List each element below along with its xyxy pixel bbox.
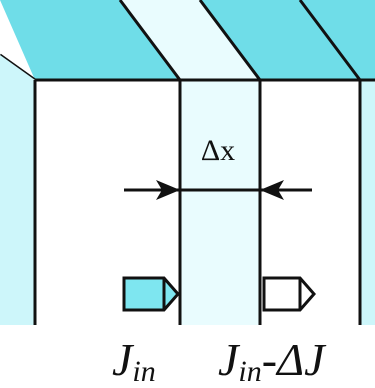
front-slice-region bbox=[180, 80, 260, 325]
flux-in-subscript: in bbox=[132, 355, 155, 388]
flux-in-label: Jin bbox=[112, 334, 156, 388]
delta-x-label: Δx bbox=[201, 134, 235, 167]
slab-left-side bbox=[0, 55, 35, 325]
flux-out-subscript: in bbox=[238, 355, 261, 388]
dimension-arrowhead-left bbox=[156, 180, 180, 200]
flux-out-symbol: J bbox=[218, 334, 241, 385]
slab-front-face bbox=[33, 78, 375, 325]
top-face-right bbox=[200, 0, 375, 80]
dimension-arrowhead-right bbox=[260, 180, 284, 200]
slab-right-side bbox=[360, 80, 375, 325]
flux-out-arrow bbox=[262, 276, 316, 312]
flux-out-delta: -ΔJ bbox=[262, 334, 327, 385]
top-edge-line-3 bbox=[298, 0, 362, 81]
flux-out-label: Jin-ΔJ bbox=[218, 334, 327, 388]
top-edge-line-1 bbox=[118, 0, 182, 81]
flux-in-arrow-shape bbox=[122, 276, 180, 312]
flux-in-symbol: J bbox=[112, 334, 135, 385]
slab-top-face bbox=[0, 0, 375, 82]
top-face-middle bbox=[120, 0, 260, 80]
top-edge-line-2 bbox=[198, 0, 262, 81]
flux-in-arrow bbox=[122, 276, 180, 312]
delta-x-dimension: Δx bbox=[124, 134, 312, 200]
